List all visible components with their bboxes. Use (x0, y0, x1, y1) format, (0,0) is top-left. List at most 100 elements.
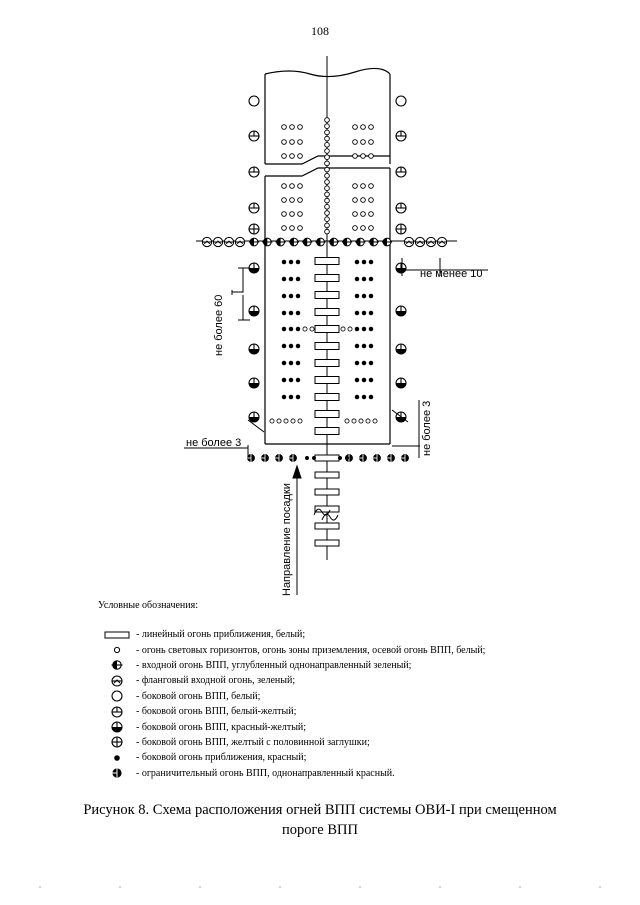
touchdown-zone-light (361, 259, 367, 265)
horizon-light (276, 418, 282, 424)
touchdown-light (289, 124, 295, 130)
horizon-light (365, 418, 371, 424)
touchdown-light (368, 197, 374, 203)
wing-bar-light-icon (98, 674, 136, 688)
touchdown-zone-light (295, 293, 301, 299)
touchdown-light (360, 183, 366, 189)
touchdown-zone-light (368, 343, 374, 349)
touchdown-zone-light (288, 377, 294, 383)
approach-line-light (314, 410, 340, 418)
touchdown-zone-light (354, 293, 360, 299)
centerline-light (324, 204, 330, 210)
touchdown-zone-light (361, 310, 367, 316)
horizon-light (302, 326, 308, 332)
touchdown-zone-light (295, 259, 301, 265)
threshold-light (301, 237, 313, 247)
touchdown-light (289, 211, 295, 217)
runway-end-light (274, 453, 284, 463)
touchdown-light (368, 211, 374, 217)
centerline-light (324, 191, 330, 198)
label-not-more-60: не более 60 (213, 295, 225, 356)
touchdown-zone-light (288, 394, 294, 400)
edge-red-yellow-light (248, 411, 260, 423)
horizon-light (354, 326, 360, 332)
legend-item: - боковой огонь ВПП, белый; (98, 689, 598, 704)
horizon-light (283, 418, 289, 424)
touchdown-zone-light (288, 343, 294, 349)
threshold-recessed-light-icon (98, 658, 136, 672)
label-not-more-3-right: не более 3 (421, 401, 433, 456)
centerline-light (324, 148, 330, 154)
approach-line-light (314, 454, 340, 462)
approach-line-light (314, 308, 340, 316)
legend: Условные обозначения: - линейный огонь п… (98, 600, 598, 781)
touchdown-zone-light (295, 343, 301, 349)
touchdown-light (281, 197, 287, 203)
label-not-less-10: не менее 10 (420, 268, 483, 280)
touchdown-zone-light (368, 276, 374, 282)
edge-half-shield-light (248, 223, 260, 235)
runway-end-light (372, 453, 382, 463)
touchdown-zone-light (281, 276, 287, 282)
runway-end-light (358, 453, 368, 463)
touchdown-light (281, 211, 287, 217)
horizon-light (297, 418, 303, 424)
runway-end-light (386, 453, 396, 463)
touchdown-light (360, 211, 366, 217)
touchdown-light (289, 183, 295, 189)
touchdown-zone-light (288, 259, 294, 265)
touchdown-zone-light (288, 360, 294, 366)
white-light-icon (98, 645, 136, 655)
centerline-light (324, 197, 330, 204)
label-landing-direction: Направление посадки (281, 483, 293, 596)
threshold-light (248, 237, 260, 247)
approach-line-light (314, 539, 340, 547)
horizon-light (288, 326, 294, 332)
touchdown-zone-light (281, 259, 287, 265)
touchdown-light (368, 183, 374, 189)
touchdown-light (297, 124, 303, 130)
horizon-light (295, 326, 301, 332)
touchdown-zone-light (361, 343, 367, 349)
page-number: 108 (311, 24, 329, 38)
approach-line-light (314, 376, 340, 384)
centerline-light (324, 179, 330, 185)
touchdown-light (352, 183, 358, 189)
approach-line-light (314, 427, 340, 435)
approach-line-light (314, 522, 340, 530)
edge-white-yellow-light-icon (98, 705, 136, 719)
touchdown-zone-light (368, 377, 374, 383)
legend-item: - боковой огонь ВПП, белый-желтый; (98, 704, 598, 719)
touchdown-zone-light (354, 310, 360, 316)
touchdown-zone-light (361, 360, 367, 366)
approach-break-mark (313, 508, 339, 521)
legend-item: - боковой огонь приближения, красный; (98, 750, 598, 765)
touchdown-light (281, 225, 287, 231)
dimension-lines (184, 258, 488, 595)
centerline-light (324, 142, 330, 148)
touchdown-light (368, 139, 374, 145)
edge-white-yellow-light (248, 130, 260, 142)
edge-red-yellow-light (248, 377, 260, 389)
legend-item: - входной огонь ВПП, углубленный однонап… (98, 658, 598, 673)
edge-red-yellow-light (395, 377, 407, 389)
threshold-light (368, 237, 380, 247)
threshold-light (288, 237, 300, 247)
legend-title: Условные обозначения: (98, 600, 199, 611)
runway-lighting-diagram: не менее 10 не более 60 не более 3 не бо… (184, 56, 488, 596)
touchdown-light (281, 153, 287, 159)
touchdown-zone-light (281, 377, 287, 383)
touchdown-zone-light (281, 360, 287, 366)
touchdown-zone-light (368, 394, 374, 400)
horizon-light (309, 326, 315, 332)
approach-line-light (314, 291, 340, 299)
touchdown-light (360, 153, 366, 159)
edge-half-shield-light (395, 223, 407, 235)
edge-white-yellow-light (248, 202, 260, 214)
legend-item-text: - линейный огонь приближения, белый; (136, 629, 306, 641)
touchdown-zone-light (368, 259, 374, 265)
edge-white-light (395, 95, 407, 107)
legend-item-text: - боковой огонь ВПП, желтый с половинной… (136, 736, 370, 748)
edge-red-yellow-light (248, 262, 260, 274)
touchdown-zone-light (361, 377, 367, 383)
